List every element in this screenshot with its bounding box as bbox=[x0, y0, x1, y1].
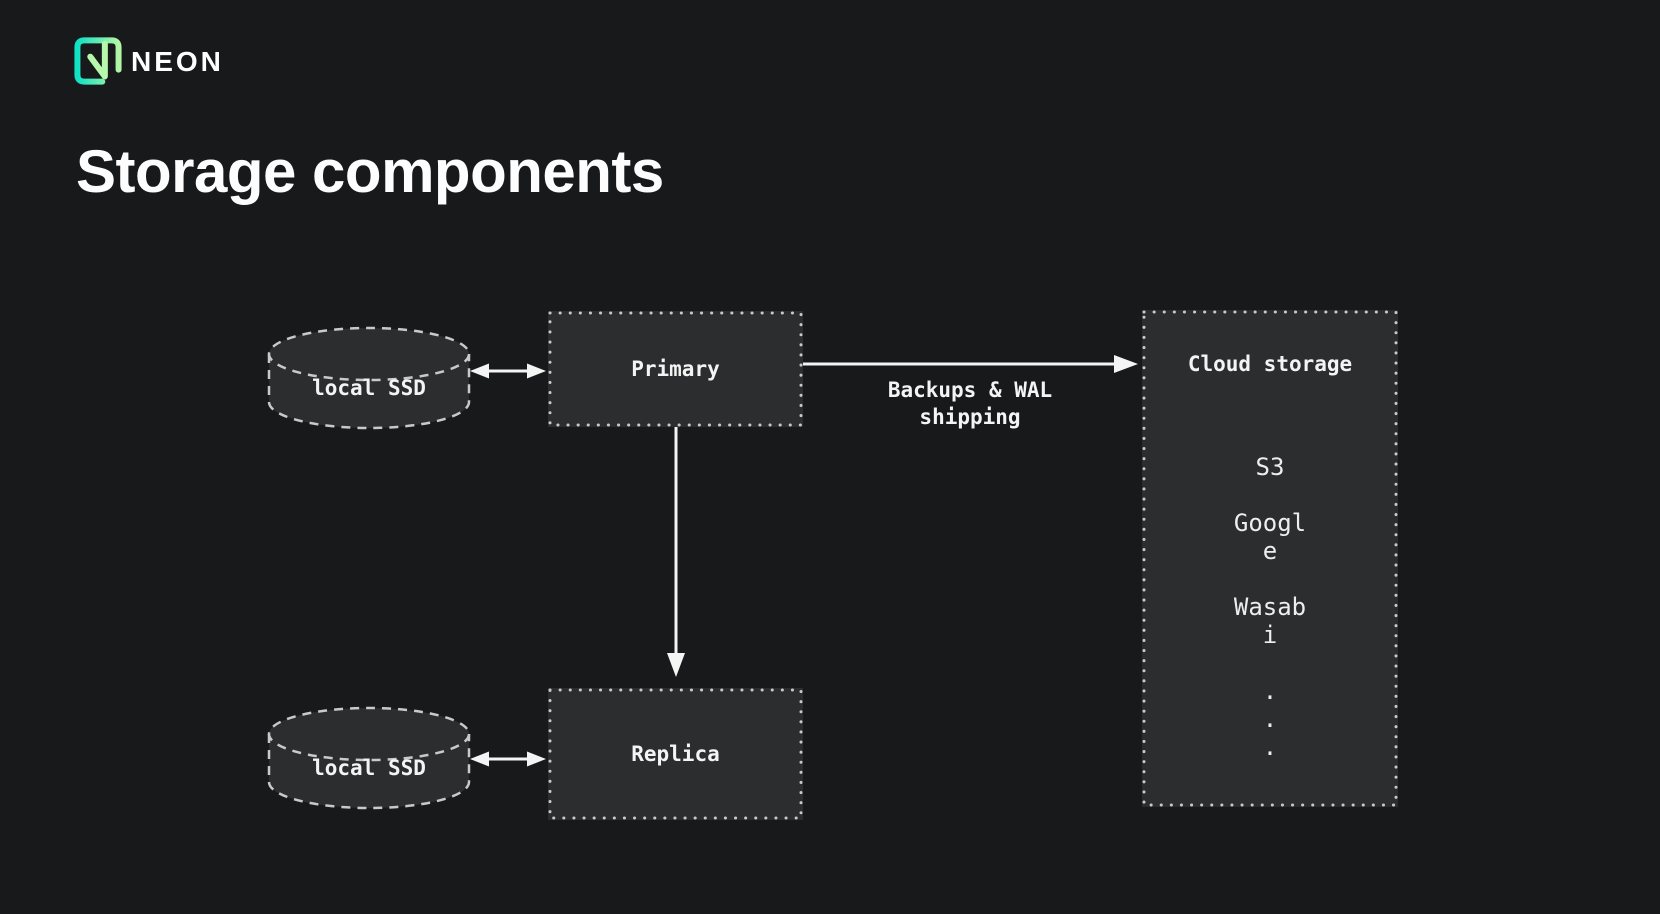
cylinder-shape-icon bbox=[267, 706, 471, 810]
replica-label: Replica bbox=[631, 742, 720, 766]
ssd-primary-double-arrow-icon bbox=[470, 363, 546, 379]
cylinder-shape-icon bbox=[267, 326, 471, 430]
cloud-provider-line: . bbox=[1262, 705, 1278, 733]
dotted-border bbox=[1142, 310, 1398, 807]
cloud-provider-line bbox=[1142, 649, 1398, 677]
cloud-provider-line bbox=[1142, 481, 1398, 509]
cloud-provider-line: e bbox=[1262, 537, 1278, 565]
cloud-storage-node: Cloud storage S3 Googl e Wasab i . . . bbox=[1142, 310, 1398, 807]
cloud-provider-list: S3 Googl e Wasab i . . . bbox=[1142, 453, 1398, 761]
backup-arrow-label-line2: shipping bbox=[919, 405, 1021, 429]
ssd-replica-double-arrow-icon bbox=[470, 751, 546, 767]
local-ssd-bottom-cylinder: local SSD bbox=[267, 706, 471, 810]
backup-arrow-label: Backups & WAL shipping bbox=[828, 377, 1112, 431]
cloud-provider-line: . bbox=[1262, 733, 1278, 761]
primary-node: Primary bbox=[548, 311, 803, 427]
primary-replica-arrow-icon bbox=[667, 427, 685, 677]
replica-node: Replica bbox=[548, 688, 803, 820]
local-ssd-top-label: local SSD bbox=[312, 376, 426, 400]
page-title: Storage components bbox=[76, 138, 664, 205]
cloud-storage-title: Cloud storage bbox=[1187, 352, 1353, 376]
cloud-provider-line bbox=[1142, 565, 1398, 593]
primary-label: Primary bbox=[631, 357, 720, 381]
cloud-provider-line: i bbox=[1262, 621, 1278, 649]
dotted-border bbox=[548, 688, 803, 820]
neon-logo-icon bbox=[74, 37, 122, 85]
brand-wordmark: NEON bbox=[131, 46, 224, 77]
backup-arrow-label-line1: Backups & WAL bbox=[887, 378, 1053, 402]
cloud-provider-line: Wasab bbox=[1233, 593, 1307, 621]
cloud-provider-line: S3 bbox=[1255, 453, 1285, 481]
cloud-provider-line: Googl bbox=[1233, 509, 1307, 537]
local-ssd-bottom-label: local SSD bbox=[312, 756, 426, 780]
backup-arrow-icon bbox=[803, 355, 1138, 373]
cloud-provider-line: . bbox=[1262, 677, 1278, 705]
local-ssd-top-cylinder: local SSD bbox=[267, 326, 471, 430]
